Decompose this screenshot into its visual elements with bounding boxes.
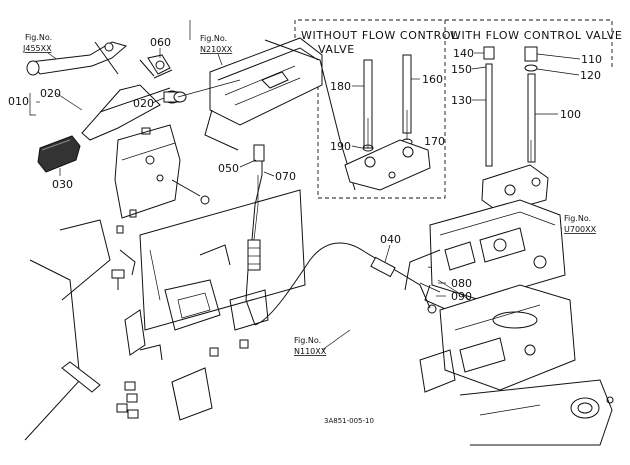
fig-ref-n210: Fig.No. N210XX	[200, 34, 233, 66]
callout-170: 170	[424, 135, 445, 148]
callout-190: 190	[330, 140, 351, 153]
callout-020: 020	[133, 97, 154, 110]
callout-180: 180	[330, 80, 351, 93]
callout-110: 110	[581, 53, 602, 66]
fig-ref-code: J455XX	[22, 44, 52, 53]
callout-040: 040	[380, 233, 401, 246]
callout-070: 070	[275, 170, 296, 183]
callout-150: 150	[451, 63, 472, 76]
lever-assembly	[26, 41, 210, 234]
callout-010: 010	[8, 95, 29, 108]
variant-box-with: WITH FLOW CONTROL VALVE	[445, 19, 622, 68]
valve-block	[404, 199, 614, 446]
callout-130: 130	[451, 94, 472, 107]
cover-panel	[177, 37, 323, 151]
fig-ref-code: N210XX	[200, 45, 233, 54]
fig-ref-n110: Fig.No. N110XX	[294, 329, 351, 356]
callout-140: 140	[453, 47, 474, 60]
drawing-code: 3A851-005-10	[324, 417, 374, 425]
header-without: WITHOUT FLOW CONTROL	[301, 29, 458, 42]
callout-100: 100	[560, 108, 581, 121]
callout-030: 030	[52, 178, 73, 191]
loose-parts	[61, 361, 213, 421]
fig-ref-prefix: Fig.No.	[25, 33, 52, 42]
callout-060: 060	[150, 36, 171, 49]
fig-ref-prefix: Fig.No.	[564, 214, 591, 223]
control-cable	[245, 144, 456, 326]
header-with: WITH FLOW CONTROL VALVE	[450, 29, 622, 42]
callout-160: 160	[422, 73, 443, 86]
callout-090: 090	[451, 290, 472, 303]
callout-050: 050	[218, 162, 239, 175]
fig-ref-prefix: Fig.No.	[294, 336, 321, 345]
rods-with-valve	[481, 46, 549, 234]
fig-ref-code: U700XX	[564, 225, 597, 234]
rods-without-valve	[344, 54, 431, 191]
fig-ref-code: N110XX	[294, 347, 327, 356]
callout-120: 120	[580, 69, 601, 82]
callout-020-left: 020	[40, 87, 61, 100]
header-without-cont: VALVE	[318, 43, 355, 56]
callout-080: 080	[451, 277, 472, 290]
callouts: 020 010 060 020 030 050 070 180 190 160 …	[8, 36, 602, 303]
fig-ref-prefix: Fig.No.	[200, 34, 227, 43]
